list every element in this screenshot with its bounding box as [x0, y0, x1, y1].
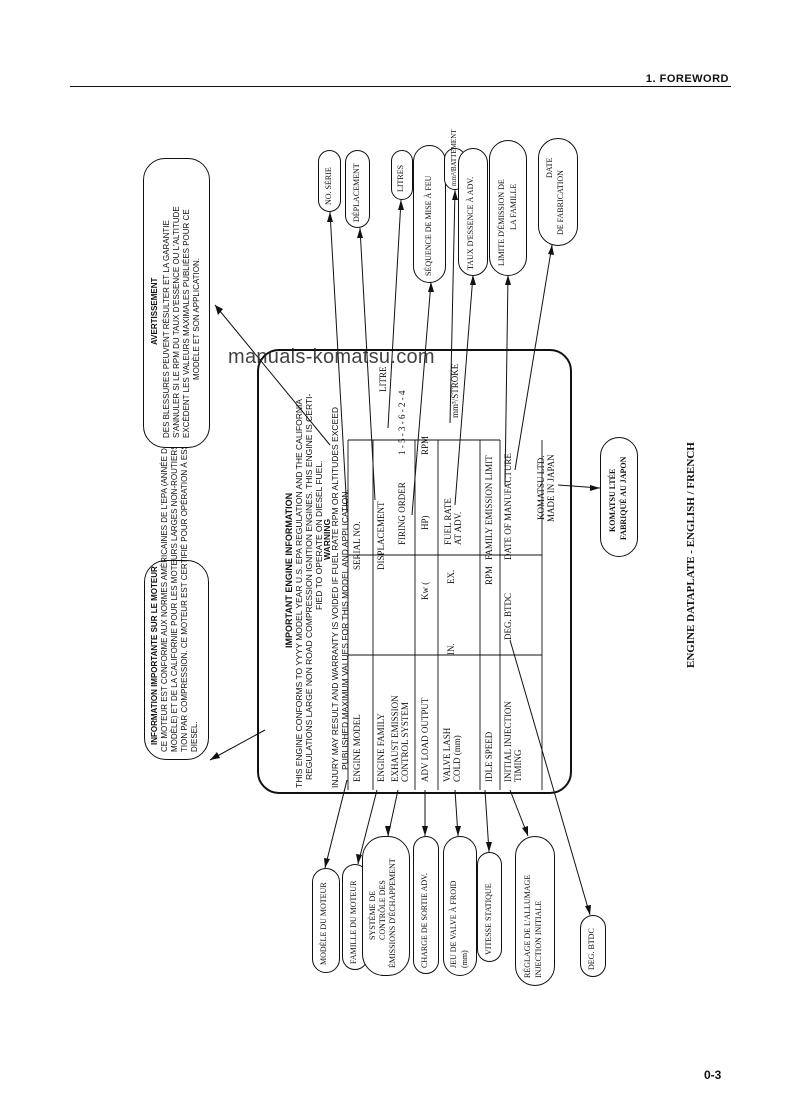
callout-info-moteur — [144, 560, 209, 760]
info-moteur-1: CE MOTEUR EST CONFORME AUX NORMES AMÉRIC… — [160, 442, 169, 752]
label-fuel-rate-2: AT ADV. — [453, 511, 463, 545]
komatsu-fr-1: KOMATSU LTÉE — [608, 468, 617, 532]
reglage-2: INJECTION INITIALE — [534, 900, 543, 978]
figure-caption: ENGINE DATAPLATE - ENGLISH / FRENCH — [685, 442, 697, 668]
label-litre: LITRE — [378, 366, 388, 393]
reglage-1: RÉGLAGE DE L'ALLUMAGE — [523, 874, 532, 978]
label-in: IN. — [446, 643, 456, 655]
callout-reglage — [515, 836, 555, 986]
label-family-emission-limit: FAMILY EMISSION LIMIT — [484, 455, 494, 560]
callout-taux — [458, 148, 488, 276]
komatsu-fr-2: FABRIQUÉ AU JAPON — [619, 456, 628, 540]
label-initial-injection-1: INITIAL INJECTION — [503, 701, 513, 782]
callout-limite — [489, 140, 527, 276]
engine-dataplate — [257, 349, 572, 794]
taux-label: TAUX D'ESSENCE À ADV. — [466, 176, 475, 270]
deg-btdc-fr-label: DEG. BTDC — [587, 928, 596, 970]
plate-title: IMPORTANT ENGINE INFORMATION — [284, 492, 294, 648]
plate-warning-2: PUBLISHED MAXIMUM VALUES FOR THIS MODEL … — [340, 489, 350, 770]
limite-label-1: LIMITE D'ÉMISSION DE — [497, 179, 506, 266]
label-mm-stroke: mm³/STROKE — [450, 363, 460, 418]
callout-date-fabrication — [538, 138, 578, 246]
callout-avertissement — [143, 158, 210, 448]
label-exhaust-2: CONTROL SYSTEM — [400, 702, 410, 782]
label-adv-load-output: ADV LOAD OUTPUT — [420, 697, 430, 782]
avertissement-title: AVERTISSEMENT — [150, 277, 159, 345]
header-rule — [70, 86, 731, 87]
date-fab-label-1: DATE — [545, 157, 554, 178]
label-exhaust-1: EXHAUST EMISSION — [390, 695, 400, 782]
label-ex: EX. — [446, 569, 456, 584]
sequence-label: SÉQUENCE DE MISE À FEU — [424, 175, 433, 276]
date-fab-label-2: DE FABRICATION — [556, 170, 565, 235]
label-date-of-manufacture: DATE OF MANUFACTURE — [503, 453, 513, 560]
label-engine-family: ENGINE FAMILY — [376, 713, 386, 782]
label-idle-speed: IDLE SPEED — [484, 731, 494, 782]
jeu-2: (mm) — [460, 950, 469, 968]
jeu-1: JEU DE VALVE À FROID — [449, 880, 458, 968]
systeme-3: ÉMISSIONS D'ÉCHAPPEMENT — [388, 858, 397, 968]
avertissement-4: MODÈLE ET SON APPLICATION. — [192, 258, 201, 380]
plate-intro-2: REGULATIONS LARGE NON ROAD COMPRESSION I… — [304, 393, 314, 780]
avertissement-2: S'ANNULER SI LE RPM DU TAUX D'ESSENCE OU… — [172, 206, 181, 438]
litres-label: LITRES — [396, 164, 405, 192]
info-moteur-3: TION PAR COMPRESSION. CE MOTEUR EST CERT… — [180, 421, 189, 752]
avertissement-1: DES BLESSURES PEUVENT RÉSULTER ET LA GAR… — [162, 220, 171, 438]
info-moteur-title: INFORMATION IMPORTANTE SUR LE MOTEUR — [150, 566, 159, 745]
callout-jeu — [443, 836, 477, 976]
callout-vitesse — [477, 852, 502, 962]
label-maker-1: KOMATSU LTD. — [536, 455, 546, 520]
label-initial-injection-2: TIMING — [513, 749, 523, 783]
label-firing-order: FIRING ORDER — [397, 482, 407, 545]
info-moteur-2: MODÈLE) ET DE LA CALIFORNIE POUR LES MOT… — [170, 415, 179, 752]
label-kw: Kw ( — [420, 581, 430, 600]
watermark: manuals-komatsu.com — [228, 346, 435, 368]
callout-systeme — [362, 836, 410, 976]
label-fuel-rate-1: FUEL RATE — [443, 498, 453, 545]
label-engine-model: ENGINE MODEL — [352, 714, 362, 782]
plate-intro-1: THIS ENGINE CONFORMS TO YYYY MODEL YEAR … — [294, 398, 304, 788]
charge-label: CHARGE DE SORTIE ADV. — [420, 873, 429, 968]
callout-modele — [312, 868, 340, 973]
famille-label: FAMILLE DU MOTEUR — [349, 880, 358, 964]
callout-sequence — [413, 145, 446, 283]
callout-litres — [391, 150, 413, 200]
label-valve-lash-1: VALVE LASH — [442, 727, 452, 782]
systeme-1: SYSTÈME DE — [368, 890, 377, 940]
section-title: 1. FOREWORD — [645, 73, 729, 85]
label-rpm: RPM — [420, 435, 430, 455]
label-deg-btdc: DEG. BTDC — [503, 593, 513, 640]
avertissement-3: EXCÈDENT LES VALEURS MAXIMALES PUBLIÉES … — [182, 209, 191, 438]
plate-warning-1: INJURY MAY RESULT AND WARRANTY IS VOIDED… — [330, 407, 340, 788]
value-firing-order: 1 - 5 - 3 - 6 - 2 - 4 — [397, 390, 407, 456]
label-displacement: DISPLACEMENT — [376, 501, 386, 570]
callout-deplacement — [345, 150, 370, 228]
no-serie-label: NO. SÉRIE — [324, 167, 333, 205]
label-hp: HP) — [420, 515, 430, 530]
systeme-2: CONTRÔLE DES — [378, 880, 387, 940]
callout-komatsu-fr — [600, 437, 638, 557]
vitesse-label: VITESSE STATIQUE — [484, 883, 493, 955]
limite-label-2: LA FAMILLE — [509, 183, 518, 230]
callout-charge — [413, 836, 439, 974]
callout-deg-btdc — [580, 915, 606, 977]
label-maker-2: MADE IN JAPAN — [546, 454, 556, 522]
page-number: 0-3 — [704, 1068, 722, 1082]
callout-no-serie — [318, 150, 341, 212]
label-serial-no: SERIAL NO. — [352, 521, 362, 570]
info-moteur-4: DIESEL. — [190, 721, 199, 752]
label-rpm-2: RPM — [484, 565, 494, 585]
modele-label: MODÈLE DU MOTEUR — [319, 882, 328, 965]
deplacement-label: DÉPLACEMENT — [352, 163, 361, 222]
label-valve-lash-2: COLD (mm) — [452, 735, 462, 782]
